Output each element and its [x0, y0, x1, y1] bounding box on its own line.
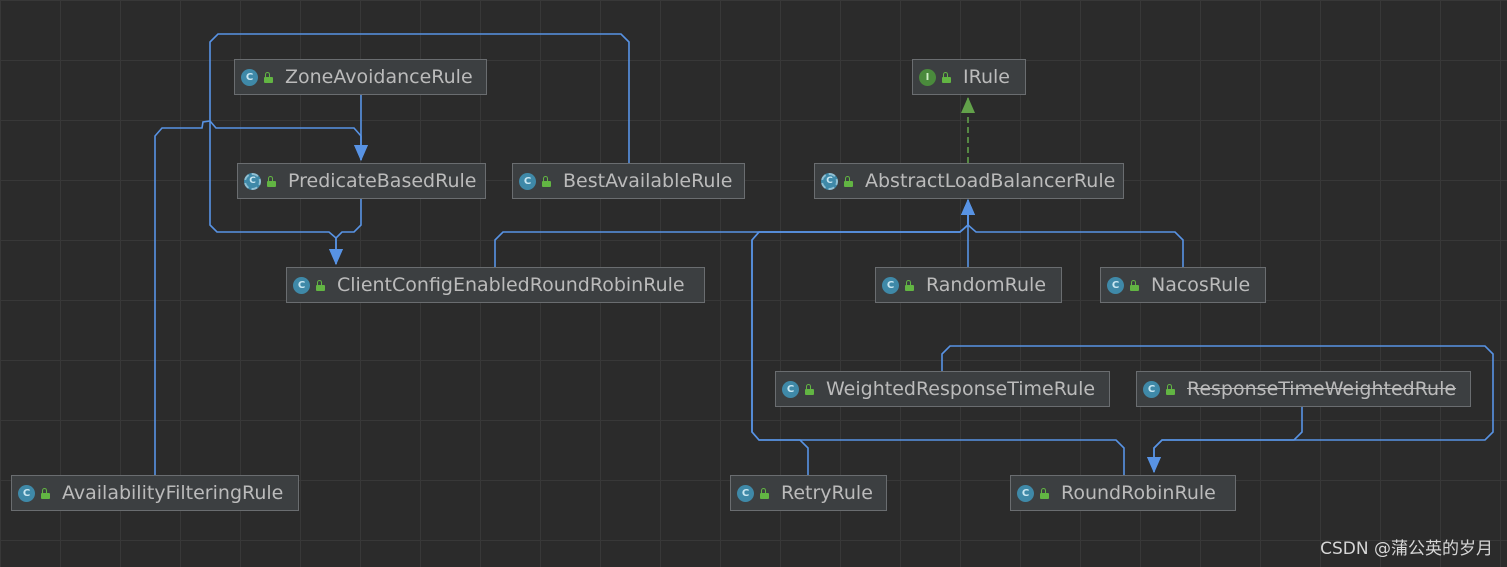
node-label: BestAvailableRule: [563, 169, 733, 192]
node-label: RetryRule: [781, 481, 873, 504]
public-lock-icon: [1040, 487, 1049, 499]
public-lock-icon: [805, 383, 814, 395]
edge-nacos-rule-to-abstract-load-balancer-rule: [961, 199, 1184, 267]
node-abstract-load-balancer-rule[interactable]: C AbstractLoadBalancerRule: [814, 163, 1124, 199]
node-nacos-rule[interactable]: C NacosRule: [1100, 267, 1266, 303]
node-label: WeightedResponseTimeRule: [826, 377, 1096, 400]
class-icon: C: [519, 172, 536, 190]
class-icon: C: [18, 484, 35, 502]
node-irule[interactable]: I IRule: [912, 59, 1026, 95]
watermark: CSDN @蒲公英的岁月: [1320, 539, 1493, 559]
class-icon: C: [241, 68, 258, 86]
public-lock-icon: [1130, 279, 1139, 291]
node-zone-avoidance-rule[interactable]: C ZoneAvoidanceRule: [234, 59, 487, 95]
abstract-class-icon: C: [244, 172, 261, 190]
node-label: AvailabilityFilteringRule: [62, 481, 284, 504]
public-lock-icon: [267, 175, 276, 187]
public-lock-icon: [316, 279, 325, 291]
node-label: RandomRule: [926, 273, 1047, 296]
node-response-time-weighted-rule[interactable]: C ResponseTimeWeightedRule: [1136, 371, 1471, 407]
edge-response-time-weighted-rule-to-round-robin-rule: [1147, 407, 1303, 473]
edge-predicate-based-rule-to-client-config-enabled-round-robin-rule: [329, 199, 362, 265]
node-label: NacosRule: [1151, 273, 1251, 296]
public-lock-icon: [264, 71, 273, 83]
node-label: ZoneAvoidanceRule: [285, 65, 473, 88]
interface-icon: I: [919, 68, 936, 86]
class-icon: C: [882, 276, 899, 294]
edge-weighted-response-time-rule-to-round-robin-rule: [941, 345, 1494, 473]
node-predicate-based-rule[interactable]: C PredicateBasedRule: [237, 163, 486, 199]
node-label: AbstractLoadBalancerRule: [865, 169, 1116, 192]
class-icon: C: [1017, 484, 1034, 502]
abstract-class-icon: C: [821, 172, 838, 190]
public-lock-icon: [542, 175, 551, 187]
public-lock-icon: [1166, 383, 1175, 395]
public-lock-icon: [41, 487, 50, 499]
class-icon: C: [737, 484, 754, 502]
node-retry-rule[interactable]: C RetryRule: [730, 475, 887, 511]
edge-client-config-enabled-round-robin-rule-to-abstract-load-balancer-rule: [494, 199, 975, 267]
node-best-available-rule[interactable]: C BestAvailableRule: [512, 163, 745, 199]
node-label: PredicateBasedRule: [288, 169, 477, 192]
node-weighted-response-time-rule[interactable]: C WeightedResponseTimeRule: [775, 371, 1110, 407]
public-lock-icon: [905, 279, 914, 291]
class-icon: C: [782, 380, 799, 398]
node-availability-filtering-rule[interactable]: C AvailabilityFilteringRule: [11, 475, 299, 511]
public-lock-icon: [942, 71, 951, 83]
node-label: RoundRobinRule: [1061, 481, 1216, 504]
edge-availability-filtering-rule-to-predicate-based-rule: [154, 120, 368, 475]
class-icon: C: [1143, 380, 1160, 398]
edge-round-robin-rule-to-abstract-load-balancer-rule: [751, 199, 1125, 475]
node-client-config-enabled-round-robin-rule[interactable]: C ClientConfigEnabledRoundRobinRule: [286, 267, 705, 303]
node-label: ResponseTimeWeightedRule: [1187, 377, 1457, 400]
class-icon: C: [1107, 276, 1124, 294]
public-lock-icon: [844, 175, 853, 187]
class-icon: C: [293, 276, 310, 294]
public-lock-icon: [760, 487, 769, 499]
node-random-rule[interactable]: C RandomRule: [875, 267, 1062, 303]
node-label: IRule: [963, 65, 1010, 88]
node-label: ClientConfigEnabledRoundRobinRule: [337, 273, 685, 296]
edge-best-available-rule-to-client-config-enabled-round-robin-rule: [209, 33, 630, 265]
node-round-robin-rule[interactable]: C RoundRobinRule: [1010, 475, 1236, 511]
edge-retry-rule-to-abstract-load-balancer-rule: [751, 199, 975, 475]
